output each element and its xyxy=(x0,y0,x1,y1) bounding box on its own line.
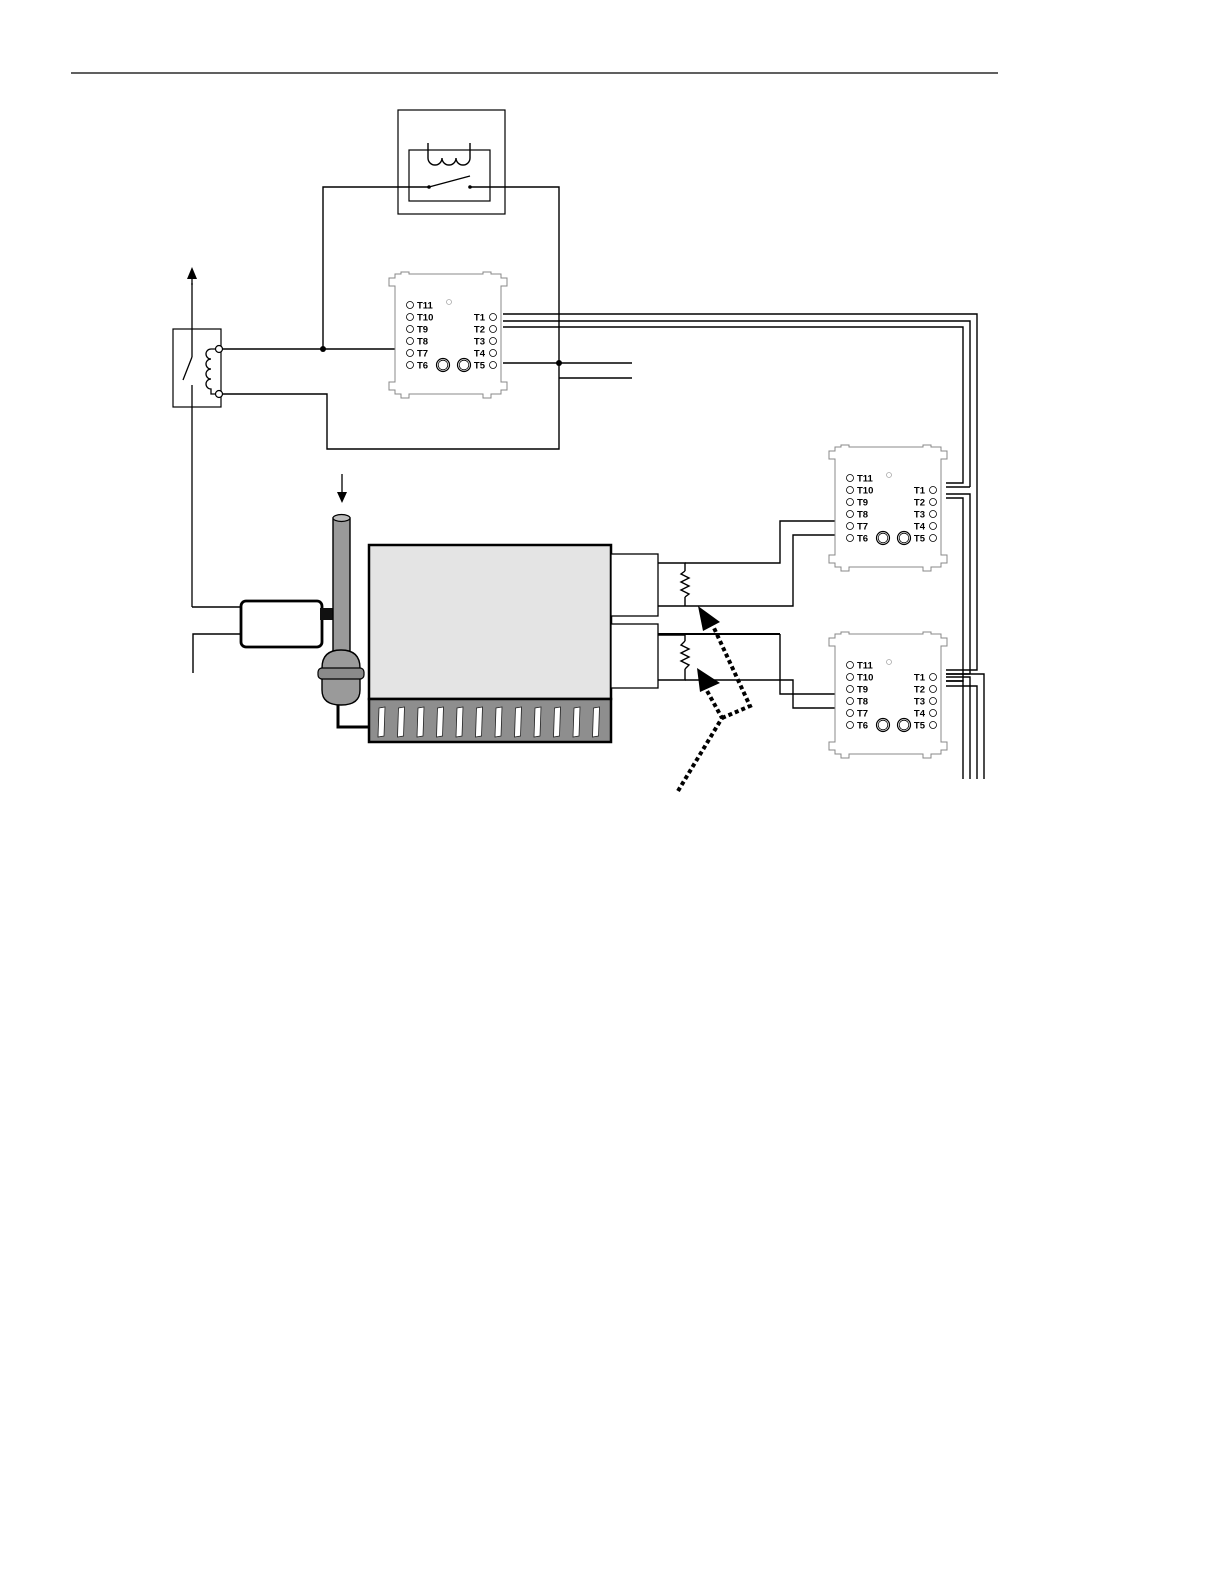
terminal-label-t1: T1 xyxy=(914,486,926,497)
terminal-label-t8: T8 xyxy=(857,510,868,521)
terminal-label-t4: T4 xyxy=(914,522,926,533)
terminal-label-t6: T6 xyxy=(857,534,868,545)
pipe-valve xyxy=(318,474,370,727)
arrow-down-icon xyxy=(337,492,347,503)
heat-exchanger xyxy=(369,545,658,742)
terminal-label-t9: T9 xyxy=(857,498,868,509)
terminal-label-t4: T4 xyxy=(914,709,926,720)
resistor-icon xyxy=(681,571,689,597)
terminal-label-t5: T5 xyxy=(474,361,486,372)
terminal-label-t2: T2 xyxy=(914,685,925,696)
terminal-label-t11: T11 xyxy=(417,301,434,312)
terminal-label-t11: T11 xyxy=(857,661,874,672)
airflow-path xyxy=(678,689,722,791)
terminal-label-t8: T8 xyxy=(857,697,868,708)
terminal-label-t10: T10 xyxy=(857,486,873,497)
terminal-label-t10: T10 xyxy=(857,673,873,684)
terminal-label-t2: T2 xyxy=(474,325,485,336)
terminal-label-t7: T7 xyxy=(417,349,428,360)
airflow-arrow-icon xyxy=(698,606,720,631)
terminal-label-t9: T9 xyxy=(417,325,428,336)
terminal-label-t10: T10 xyxy=(417,313,433,324)
terminal-label-t7: T7 xyxy=(857,522,868,533)
relay-box xyxy=(398,110,505,214)
terminal-label-t7: T7 xyxy=(857,709,868,720)
sensor-wiring xyxy=(658,521,840,791)
resistor-icon xyxy=(681,641,689,669)
terminal-label-t9: T9 xyxy=(857,685,868,696)
terminal-label-t6: T6 xyxy=(857,721,868,732)
terminal-label-t3: T3 xyxy=(914,510,925,521)
terminal-label-t1: T1 xyxy=(474,313,486,324)
terminal-label-t5: T5 xyxy=(914,721,926,732)
terminal-label-t1: T1 xyxy=(914,673,926,684)
terminal-label-t6: T6 xyxy=(417,361,428,372)
terminal-label-t3: T3 xyxy=(914,697,925,708)
terminal-label-t2: T2 xyxy=(914,498,925,509)
terminal-label-t8: T8 xyxy=(417,337,428,348)
terminal-label-t3: T3 xyxy=(474,337,485,348)
airflow-path xyxy=(714,628,750,718)
terminal-label-t5: T5 xyxy=(914,534,926,545)
side-relay xyxy=(173,267,223,607)
terminal-label-t11: T11 xyxy=(857,474,874,485)
terminal-label-t4: T4 xyxy=(474,349,486,360)
